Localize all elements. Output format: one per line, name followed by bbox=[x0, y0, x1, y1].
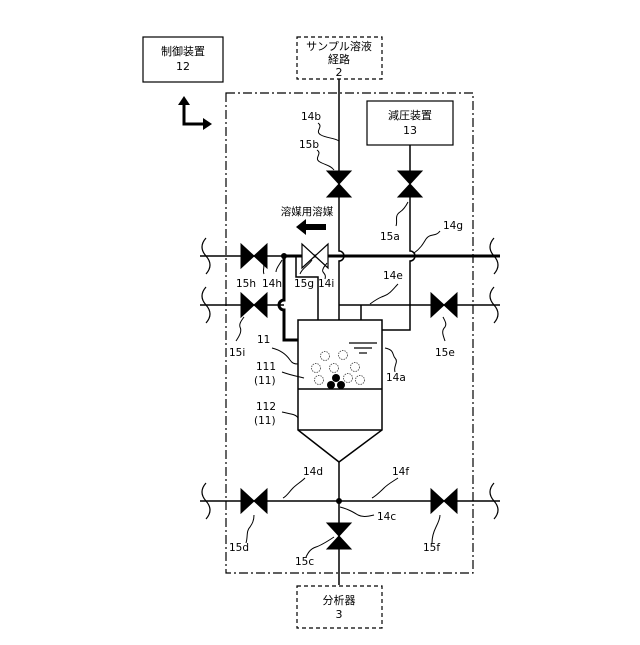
label-15f: 15f bbox=[423, 542, 440, 554]
direction-arrows-icon bbox=[178, 96, 212, 130]
label-14g: 14g bbox=[443, 220, 463, 232]
label-14h: 14h bbox=[262, 278, 282, 290]
valve-15i bbox=[241, 293, 267, 317]
label-15c: 15c bbox=[295, 556, 314, 568]
label-112: 112 bbox=[256, 401, 276, 413]
label-14e: 14e bbox=[383, 270, 403, 282]
label-15g: 15g bbox=[294, 278, 314, 290]
pipe-14b bbox=[339, 79, 344, 320]
decompressor-name: 減圧装置 bbox=[388, 108, 432, 122]
analyzer-ref: 3 bbox=[336, 608, 343, 621]
label-112-sub: (11) bbox=[254, 415, 276, 427]
label-11: 11 bbox=[257, 334, 270, 346]
analyzer-box: 分析器 3 bbox=[297, 586, 382, 628]
label-14i: 14i bbox=[318, 278, 334, 290]
analyzer-name: 分析器 bbox=[323, 593, 356, 607]
label-14f: 14f bbox=[392, 466, 409, 478]
flow-arrow-icon bbox=[296, 219, 326, 235]
valve-15g bbox=[302, 244, 328, 268]
label-14d: 14d bbox=[303, 466, 323, 478]
label-15i: 15i bbox=[229, 347, 245, 359]
sample-path-box: サンプル溶液 経路 2 bbox=[297, 37, 382, 79]
controller-name: 制御装置 bbox=[161, 44, 205, 58]
label-111-sub: (11) bbox=[254, 375, 276, 387]
vessel-11 bbox=[298, 320, 382, 462]
label-14c: 14c bbox=[377, 511, 396, 523]
decompressor-ref: 13 bbox=[403, 124, 417, 137]
label-15b: 15b bbox=[299, 139, 319, 151]
junction-dot bbox=[281, 253, 287, 259]
valve-15f bbox=[431, 489, 457, 513]
decompressor-box: 減圧装置 13 bbox=[367, 101, 453, 145]
label-15e: 15e bbox=[435, 347, 455, 359]
controller-ref: 12 bbox=[176, 60, 190, 73]
valve-15b bbox=[327, 171, 351, 197]
valve-15c bbox=[327, 523, 351, 549]
label-14a: 14a bbox=[386, 372, 406, 384]
label-15a: 15a bbox=[380, 231, 400, 243]
sample-path-ref: 2 bbox=[336, 66, 343, 79]
label-111: 111 bbox=[256, 361, 276, 373]
label-14b: 14b bbox=[301, 111, 321, 123]
sample-path-name2: 経路 bbox=[328, 53, 350, 66]
sample-path-name: サンプル溶液 bbox=[306, 39, 372, 53]
junction-dot bbox=[336, 498, 342, 504]
valve-15d bbox=[241, 489, 267, 513]
flow-label: 溶媒用溶媒 bbox=[281, 205, 334, 218]
label-15h: 15h bbox=[236, 278, 256, 290]
label-15d: 15d bbox=[229, 542, 249, 554]
valve-15a bbox=[398, 171, 422, 197]
valve-15e bbox=[431, 293, 457, 317]
controller-box: 制御装置 12 bbox=[143, 37, 223, 82]
